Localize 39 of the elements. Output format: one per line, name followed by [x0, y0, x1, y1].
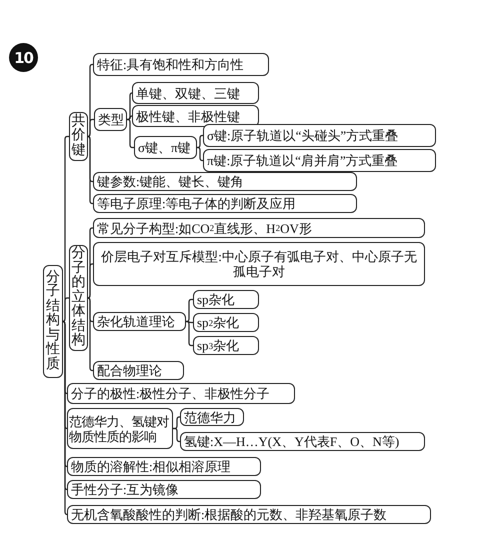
- number-badge: 10: [9, 43, 38, 72]
- topic-box: 共价键: [69, 112, 88, 161]
- topic-box: sp$^{3}$杂化: [193, 336, 259, 355]
- topic-box: sp杂化: [193, 290, 259, 309]
- topic-box: 物质的溶解性:相似相溶原理: [67, 457, 261, 476]
- bracket-line: [87, 263, 94, 299]
- bracket-line: [126, 115, 133, 120]
- topic-box: σ键、π键: [134, 136, 197, 159]
- bracket-line: [196, 134, 204, 148]
- topic-box: 无机含氧酸酸性的判断:根据酸的元数、非羟基氧原子数: [67, 505, 431, 524]
- topic-box: 等电子原理:等电子体的判断及应用: [93, 194, 357, 213]
- topic-box: 键参数:键能、键长、键角: [93, 172, 357, 191]
- bracket-line: [186, 320, 193, 346]
- topic-box: 类型: [94, 108, 127, 131]
- topic-box: 氢键:X—H…Y(X、Y代表F、O、N等): [180, 432, 425, 451]
- topic-box: σ键:原子轨道以“头碰头”方式重叠: [203, 124, 436, 147]
- topic-box: 分子的立体结构: [69, 245, 88, 351]
- bracket-line: [173, 428, 180, 442]
- topic-box: 价层电子对互斥模型:中心原子有弧电子对、中心原子无孤电子对: [93, 242, 425, 286]
- topic-box: π键:原子轨道以“肩并肩”方式重叠: [203, 149, 436, 172]
- topic-box: 手性分子:互为镜像: [67, 480, 261, 499]
- topic-box: 配合物理论: [93, 361, 184, 380]
- bracket-line: [87, 297, 94, 372]
- topic-box: 分子结构与性质: [43, 265, 63, 378]
- topic-box: 特征:具有饱和性和方向性: [93, 53, 269, 76]
- bracket-line: [62, 297, 69, 322]
- topic-box: sp$^{2}$杂化: [193, 313, 259, 332]
- topic-box: 单键、双键、三键: [132, 82, 259, 104]
- topic-box: 分子的极性:极性分子、非极性分子: [67, 383, 295, 404]
- bracket-line: [87, 136, 94, 204]
- topic-box: 范德华力、氢键对物质性质的影响: [67, 408, 173, 449]
- bracket-line: [126, 118, 134, 148]
- topic-box: 范德华力: [180, 408, 244, 426]
- topic-box: 杂化轨道理论: [93, 312, 186, 331]
- bracket-line: [173, 416, 180, 430]
- bracket-line: [186, 298, 193, 322]
- bracket-line: [196, 146, 204, 162]
- topic-box: 极性键、非极性键: [132, 105, 259, 127]
- bracket-line: [87, 118, 94, 138]
